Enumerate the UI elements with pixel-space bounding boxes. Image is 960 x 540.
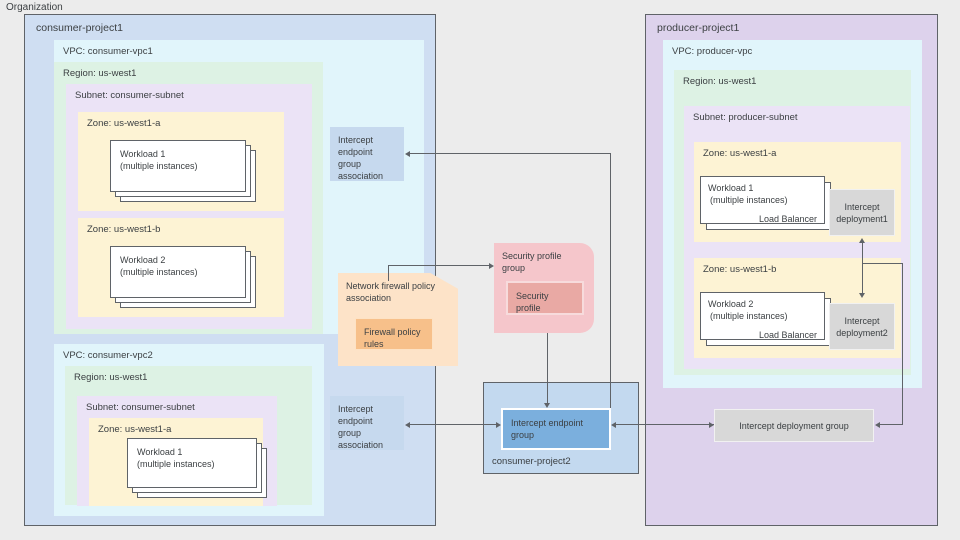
intercept-deployment1[interactable]: Intercept deployment1 — [829, 189, 895, 236]
workload-name: Workload 1 — [120, 149, 166, 159]
intercept-deployment-group[interactable]: Intercept deployment group — [714, 409, 874, 442]
workload-stack: Workload 2 (multiple instances) — [110, 246, 256, 308]
load-balancer-label: Load Balancer — [758, 330, 817, 340]
consumer-vpc2-zone-a-title: Zone: us-west1-a — [98, 424, 172, 435]
workload-stack: Workload 1 (multiple instances) Load Bal… — [700, 176, 835, 234]
connector-branch-to-deployment2-vertical — [862, 263, 864, 293]
consumer-vpc1-zone-b-title: Zone: us-west1-b — [87, 224, 161, 235]
load-balancer-label: Load Balancer — [758, 214, 817, 224]
consumer-vpc1-region-title: Region: us-west1 — [63, 68, 137, 79]
consumer-project1-title: consumer-project1 — [36, 22, 123, 34]
workload-card-front: Workload 1 (multiple instances) — [110, 140, 246, 192]
consumer-project2-title: consumer-project2 — [492, 456, 571, 467]
arrowhead-deployment1 — [859, 238, 865, 243]
firewall-policy-rules[interactable]: Firewall policy rules — [355, 318, 433, 350]
connector-nfpa-to-spg-horizontal — [388, 265, 489, 267]
connector-ieg-to-depgrp-horizontal — [615, 424, 714, 426]
producer-subnet-title: Subnet: producer-subnet — [693, 112, 798, 123]
producer-zone-b-title: Zone: us-west1-b — [703, 264, 777, 275]
connector-ieg-to-assoc-top-vertical — [610, 153, 612, 408]
connector-spg-to-ieg-vertical — [547, 333, 549, 403]
workload-stack: Workload 1 (multiple instances) — [110, 140, 256, 202]
consumer-vpc1-title: VPC: consumer-vpc1 — [63, 46, 153, 57]
workload-stack: Workload 1 (multiple instances) — [127, 438, 273, 500]
producer-project1-title: producer-project1 — [657, 22, 740, 34]
workload-name: Workload 1 — [137, 447, 183, 457]
intercept-endpoint-group-association-top[interactable]: Intercept endpoint group association — [330, 127, 404, 181]
connector-ieg-to-assoc-top-horizontal — [409, 153, 611, 155]
consumer-vpc2-title: VPC: consumer-vpc2 — [63, 350, 153, 361]
consumer-vpc1-zone-a-title: Zone: us-west1-a — [87, 118, 161, 129]
connector-nfpa-to-spg-vertical — [388, 265, 390, 281]
arrowhead-depgrp-right — [875, 421, 880, 428]
connector-depgrp-branch-horizontal — [879, 424, 903, 426]
producer-region-title: Region: us-west1 — [683, 76, 757, 87]
producer-zone-a-title: Zone: us-west1-a — [703, 148, 777, 159]
workload-card-front: Workload 2 (multiple instances) — [110, 246, 246, 298]
arrowhead-security-profile-group — [489, 262, 494, 269]
workload-name: Workload 1 — [708, 183, 754, 193]
network-firewall-policy-association-title: Network firewall policy association — [346, 281, 436, 303]
arrowhead-ieg-from-assoc — [496, 421, 501, 428]
workload-sub: (multiple instances) — [120, 161, 198, 171]
intercept-endpoint-group[interactable]: Intercept endpoint group — [501, 408, 611, 450]
workload-card-front: Workload 1 (multiple instances) Load Bal… — [700, 176, 825, 224]
arrowhead-assoc-top — [405, 150, 410, 157]
workload-name: Workload 2 — [708, 299, 754, 309]
workload-card-front: Workload 2 (multiple instances) Load Bal… — [700, 292, 825, 340]
workload-name: Workload 2 — [120, 255, 166, 265]
connector-assoc-bottom-horizontal — [409, 424, 499, 426]
consumer-vpc1-subnet-title: Subnet: consumer-subnet — [75, 90, 184, 101]
security-profile-group-title: Security profile group — [502, 251, 562, 273]
workload-stack: Workload 2 (multiple instances) Load Bal… — [700, 292, 835, 350]
workload-sub: (multiple instances) — [120, 267, 198, 277]
consumer-vpc2-subnet-title: Subnet: consumer-subnet — [86, 402, 195, 413]
workload-sub: (multiple instances) — [710, 195, 788, 205]
security-profile[interactable]: Security profile — [506, 281, 584, 315]
consumer-vpc2-region-title: Region: us-west1 — [74, 372, 148, 383]
workload-sub: (multiple instances) — [137, 459, 215, 469]
connector-branch-to-deployment1-vertical — [862, 242, 864, 264]
arrowhead-deployment2 — [859, 293, 865, 298]
organization-label: Organization — [6, 2, 63, 13]
arrowhead-ieg-from-spg — [544, 403, 550, 408]
producer-vpc-title: VPC: producer-vpc — [672, 46, 753, 57]
connector-depgrp-branch-riser — [902, 263, 904, 425]
arrowhead-ieg-from-depgrp — [611, 421, 616, 428]
intercept-deployment2[interactable]: Intercept deployment2 — [829, 303, 895, 350]
intercept-endpoint-group-association-bottom[interactable]: Intercept endpoint group association — [330, 396, 404, 450]
workload-sub: (multiple instances) — [710, 311, 788, 321]
workload-card-front: Workload 1 (multiple instances) — [127, 438, 257, 488]
arrowhead-depgrp-from-ieg — [709, 421, 714, 428]
connector-depgrp-branch-top — [862, 263, 903, 265]
arrowhead-assoc-bottom-left — [405, 421, 410, 428]
